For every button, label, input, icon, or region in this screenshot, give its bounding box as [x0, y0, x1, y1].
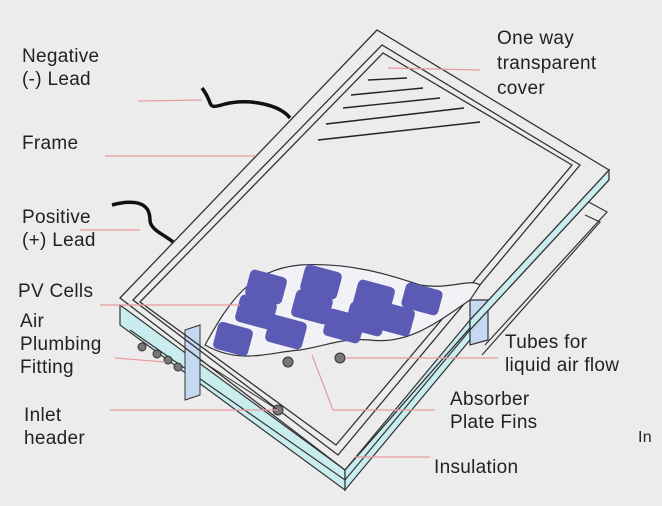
label-negative-lead: Negative(-) Lead	[22, 46, 100, 90]
label-frame: Frame	[22, 133, 79, 154]
cover-hatch-lines	[317, 77, 481, 141]
pv-cells	[213, 264, 443, 357]
negative-lead-wire	[200, 86, 292, 120]
label-cut-off: In	[638, 429, 652, 446]
positive-lead-wire	[111, 200, 175, 244]
label-positive-lead: Positive(+) Lead	[22, 207, 96, 251]
leader-lines	[80, 67, 498, 458]
label-insulation: Insulation	[434, 457, 519, 478]
label-pv-cells: PV Cells	[18, 281, 94, 302]
frame	[119, 29, 611, 471]
